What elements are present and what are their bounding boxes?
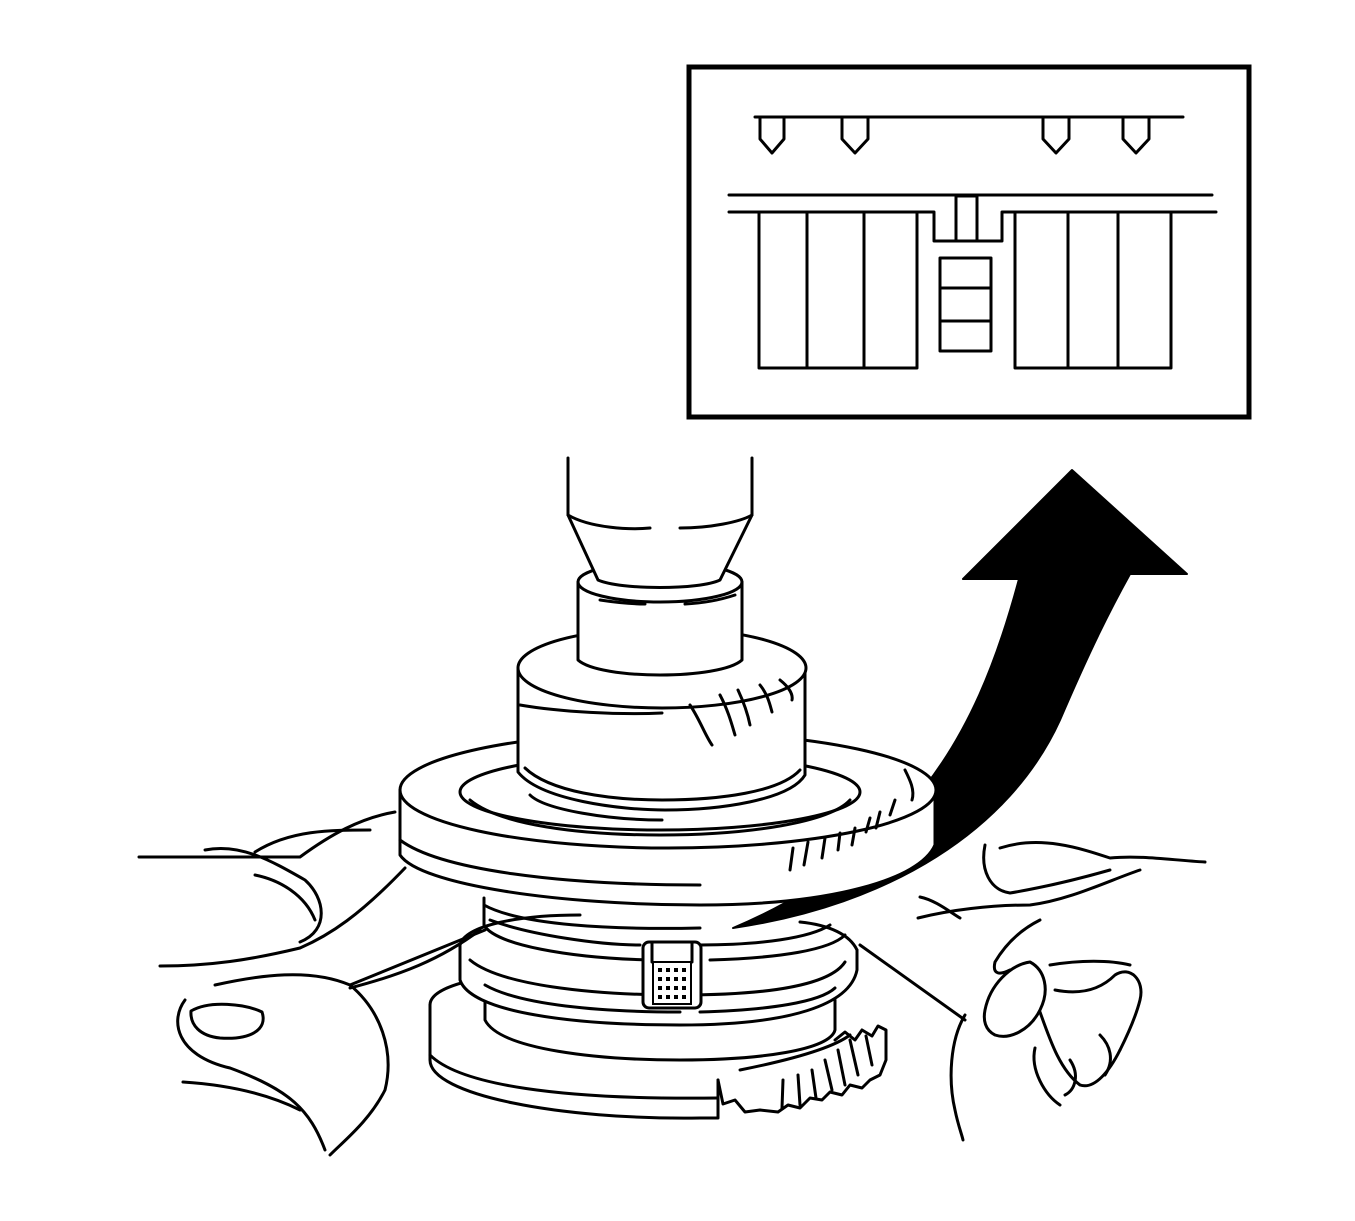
- gear-teeth: [716, 1024, 888, 1114]
- left-hand: [137, 810, 482, 1157]
- snap-ring-clip: [641, 940, 703, 1010]
- clip-pattern: [658, 968, 686, 999]
- inset-section-view: [727, 193, 1218, 370]
- inset-frame: [686, 64, 1252, 420]
- press-ram: [566, 456, 754, 677]
- right-hand: [916, 841, 1207, 1142]
- detail-inset: [686, 64, 1252, 420]
- snap-ring-area: [458, 896, 859, 1062]
- inset-top-bar: [753, 115, 1185, 155]
- work-surface: [348, 928, 967, 1022]
